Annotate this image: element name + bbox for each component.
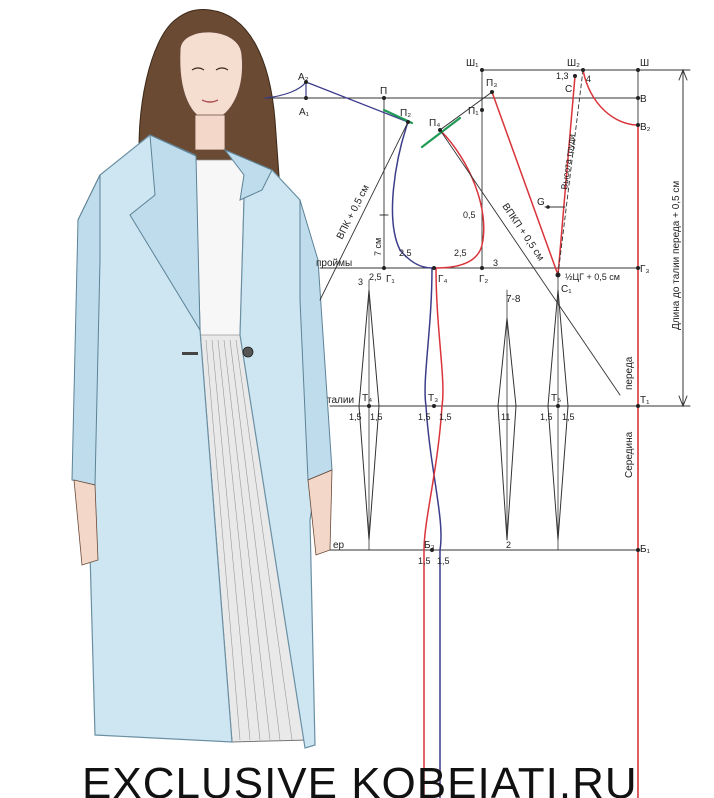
label-a2: А₂ <box>298 72 309 83</box>
label-p: П <box>380 86 387 97</box>
label-1-3: 1,3 <box>556 71 569 81</box>
label-15-f: 1,5 <box>562 412 575 422</box>
front-dart <box>547 289 569 541</box>
lapel-left <box>129 134 201 332</box>
label-g4: Г₄ <box>438 274 448 285</box>
label-c: С <box>565 84 572 95</box>
sleeve-left <box>71 174 101 486</box>
pattern-draft <box>264 68 691 798</box>
label-2: 2 <box>506 540 511 550</box>
label-4: 4 <box>586 74 591 84</box>
label-sh: Ш <box>640 58 649 69</box>
label-c1: С₁ <box>561 284 572 295</box>
diag-vpkp <box>439 129 621 396</box>
label-15-e: 1,5 <box>540 412 553 422</box>
label-g3: Г₃ <box>640 264 650 275</box>
hand-left <box>73 479 99 566</box>
label-p1: П₁ <box>468 106 479 117</box>
label-sh1: Ш₁ <box>466 58 479 69</box>
label-2-5-a: 2,5 <box>399 248 412 258</box>
label-center: Середина <box>624 431 635 478</box>
pattern-labels: Ш₁ Ш₂ Ш 1,3 С 4 А₂ А₁ П П₃ П₂ П₄ П₁ В В₂… <box>298 58 682 566</box>
lapel-right <box>223 148 273 201</box>
coat-button <box>242 346 254 358</box>
label-t3: Т₃ <box>428 393 438 404</box>
eyes <box>191 67 229 71</box>
label-2-5-c: 2,5 <box>369 272 382 282</box>
label-3-b: 3 <box>493 258 498 268</box>
label-g1: Г₁ <box>386 274 395 285</box>
label-15-b: 1,5 <box>370 412 383 422</box>
label-t1: Т₁ <box>640 395 650 406</box>
neck <box>194 114 226 151</box>
label-sh2: Ш₂ <box>567 58 580 69</box>
label-15-g: 1,5 <box>418 556 431 566</box>
mouth <box>201 99 219 103</box>
label-15-h: 1,5 <box>437 556 450 566</box>
diag-vpk <box>319 121 409 301</box>
side-seam-blue <box>424 267 442 798</box>
label-armhole: проймы <box>316 258 352 269</box>
dart-line-c <box>557 75 576 276</box>
label-chest: Высота груди <box>559 133 577 190</box>
label-g: G <box>537 197 545 208</box>
arrow-top <box>678 68 688 81</box>
hand-right <box>307 469 333 556</box>
front-armhole <box>435 129 485 269</box>
skirt-pleats <box>205 339 293 741</box>
pattern-points <box>304 68 640 552</box>
middle-dart <box>497 317 517 541</box>
dart-line-p3 <box>491 91 559 276</box>
label-v: В <box>640 94 647 105</box>
label-v2: В₂ <box>640 122 651 133</box>
side-seam-red <box>423 267 444 798</box>
label-3-a: 3 <box>358 277 363 287</box>
label-p3: П₃ <box>486 78 497 89</box>
label-0-5: 0,5 <box>463 210 476 220</box>
label-p2: П₂ <box>400 108 411 119</box>
back-armhole <box>391 121 433 269</box>
face <box>179 31 244 123</box>
label-t4: Т₄ <box>362 393 372 404</box>
label-vpkp: ВПКП + 0,5 см <box>500 202 547 264</box>
chest-height-dashed <box>557 69 584 276</box>
label-g2: Г₂ <box>479 274 488 285</box>
watermark-text: EXCLUSIVE KOBEIATI.RU <box>82 759 638 798</box>
label-hip: ер <box>333 540 345 551</box>
label-11: 11 <box>501 412 510 422</box>
label-front: переда <box>624 356 635 390</box>
back-dart <box>358 289 380 541</box>
label-side-length: Длина до талии переда + 0,5 см <box>671 181 682 330</box>
figure-illustration <box>71 9 333 749</box>
label-7cm: 7 см <box>373 238 383 256</box>
label-15-d: 1,5 <box>439 412 452 422</box>
label-a1: А₁ <box>299 107 310 118</box>
front-shoulder <box>439 91 493 131</box>
label-15-a: 1,5 <box>349 412 362 422</box>
label-2-5-b: 2,5 <box>454 248 467 258</box>
label-15-c: 1,5 <box>418 412 431 422</box>
back-shoulder <box>305 81 409 123</box>
front-neck-curve <box>582 69 639 126</box>
label-b1: Б₁ <box>640 544 651 555</box>
label-waist: талии <box>327 395 354 406</box>
label-b3: Б₃ <box>424 540 435 551</box>
green-mark-front <box>420 116 462 149</box>
buttonhole <box>182 352 198 355</box>
coat-right <box>224 149 319 749</box>
label-half-cg: ½ЦГ + 0,5 см <box>565 272 620 282</box>
label-7-8: 7-8 <box>506 294 521 305</box>
label-t5: Т₅ <box>551 393 561 404</box>
label-p4: П₄ <box>429 118 440 129</box>
